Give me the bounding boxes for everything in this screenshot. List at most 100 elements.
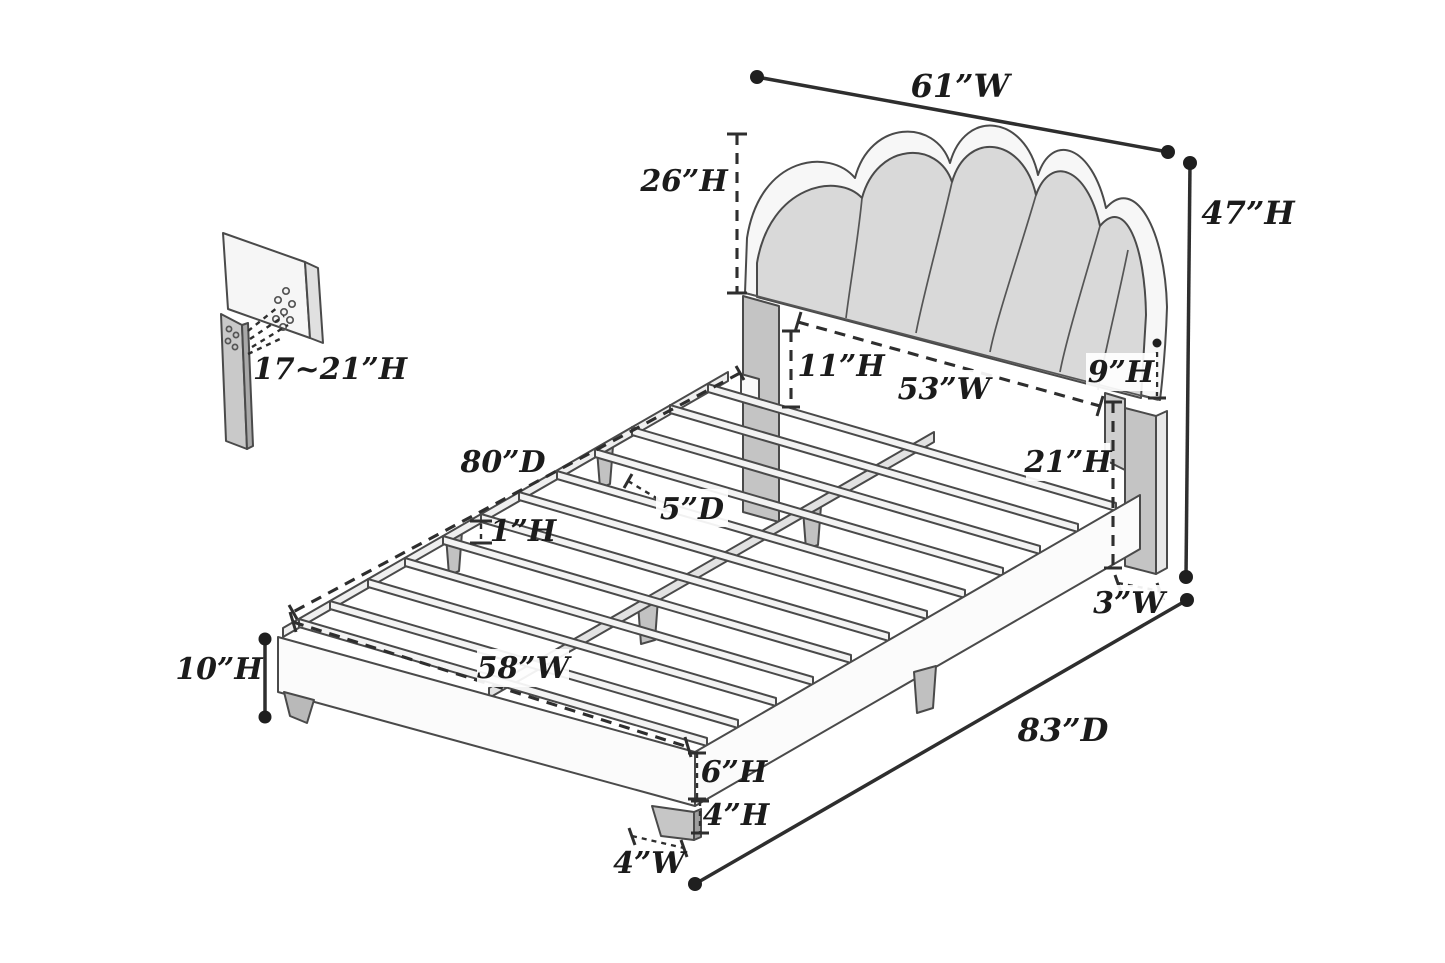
bed-base	[277, 371, 1141, 841]
tick	[679, 839, 689, 858]
label-backplate	[896, 370, 994, 408]
seam-line	[915, 181, 953, 334]
dim-rail-top-height-label: 21”H	[1023, 445, 1113, 480]
guide-line	[249, 315, 285, 340]
headboard-leg-detail-inset	[220, 232, 324, 450]
dim-headboard-inner-width: 53”W	[793, 311, 1105, 417]
dim-line	[631, 834, 685, 850]
dim-foot-end-height: 10”H	[175, 632, 272, 724]
dim-overall-height: 47”H	[1179, 156, 1296, 584]
dim-line	[292, 620, 689, 749]
slat	[669, 404, 1079, 533]
label-backplate	[1094, 585, 1164, 621]
seam-line	[989, 194, 1037, 353]
front-corner-leg	[651, 805, 695, 841]
dim-overall-depth: 83”D	[688, 593, 1194, 891]
dim-endpoint	[688, 877, 702, 891]
dim-rail-top-height: 21”H	[1023, 400, 1122, 570]
inset-leg-screw-holes	[224, 325, 240, 351]
screw-hole	[278, 322, 288, 332]
screw-hole	[231, 343, 239, 351]
dim-overall-width: 61”W	[750, 67, 1175, 159]
inset-panel-edge	[304, 261, 324, 344]
inset-panel-screw-holes	[271, 286, 297, 332]
seam-line	[845, 197, 863, 319]
screw-hole	[279, 307, 289, 317]
foot-left-leg	[283, 691, 315, 724]
dim-inner-width: 58”W	[288, 611, 693, 758]
dim-inner-width-label: 58”W	[477, 651, 573, 686]
dim-endpoint	[1179, 570, 1193, 584]
dim-slat-thickness: 1”H	[470, 514, 558, 549]
inset-leg-edge	[241, 322, 254, 450]
headboard	[740, 124, 1168, 575]
slat	[442, 535, 852, 664]
dim-headboard-side-panel-height: 9”H	[1086, 338, 1166, 400]
screw-hole	[281, 286, 291, 296]
headboard-right-leg-edge	[1155, 410, 1168, 575]
label-backplate	[1086, 353, 1156, 391]
dim-endpoint	[750, 70, 764, 84]
dim-endpoint	[258, 710, 272, 724]
tick	[288, 611, 298, 633]
dimension-annotations: 61”W 47”H 26”H 17~21”H 11”H	[175, 67, 1296, 891]
side-rail-middle-leg	[913, 665, 937, 714]
dim-headboard-leg-width: 3”W	[1093, 574, 1168, 621]
dim-endpoint	[1161, 145, 1175, 159]
dim-endpoint	[1152, 338, 1162, 348]
dim-leg-height-label: 4”H	[703, 798, 771, 833]
dim-line	[797, 320, 1101, 408]
dim-headboard-height-label: 26”H	[639, 164, 729, 199]
dim-side-rail-height: 6”H	[688, 751, 769, 801]
slat	[404, 557, 814, 686]
screw-hole	[225, 325, 233, 333]
tick	[1095, 395, 1105, 417]
dim-leg-width-label: 4”W	[613, 846, 688, 881]
screw-hole	[273, 295, 283, 305]
tick	[622, 473, 634, 489]
dim-slat-platform-depth: 80”D	[287, 365, 746, 620]
screw-hole	[232, 331, 240, 339]
tick	[734, 365, 746, 381]
headboard-upholstery	[756, 146, 1147, 399]
dim-headboard-gap-height-label: 11”H	[797, 349, 886, 384]
screw-hole	[224, 337, 232, 345]
dim-side-rail-height-label: 6”H	[701, 755, 769, 790]
label-backplate	[477, 649, 569, 687]
label-backplate	[1026, 443, 1110, 481]
tick	[793, 311, 803, 333]
headboard-channel-seams	[845, 181, 1129, 391]
dim-line	[292, 371, 741, 614]
dim-overall-width-label: 61”W	[911, 67, 1013, 105]
dim-leg-width: 4”W	[613, 827, 689, 881]
tick	[627, 827, 637, 846]
dim-line	[1184, 162, 1192, 578]
screw-hole	[285, 315, 295, 325]
dim-line	[756, 75, 1169, 154]
dim-leg-height: 4”H	[691, 798, 771, 835]
slats	[298, 383, 1117, 747]
dim-line	[694, 598, 1188, 886]
dim-headboard-leg-height-label: 17~21”H	[253, 352, 409, 387]
dim-endpoint	[258, 632, 272, 646]
seam-line	[1059, 225, 1101, 373]
dim-slat-depth-label: 5”D	[660, 492, 724, 527]
dim-headboard-gap-height: 11”H	[782, 329, 886, 409]
side-rail-face	[694, 494, 1141, 807]
dim-endpoint	[1180, 593, 1194, 607]
dim-headboard-height: 26”H	[639, 132, 747, 295]
dim-headboard-leg-width-label: 3”W	[1093, 586, 1168, 621]
dim-headboard-inner-width-label: 53”W	[898, 372, 994, 407]
dim-slat-thickness-label: 1”H	[490, 514, 558, 549]
dim-line	[627, 479, 669, 507]
screw-hole	[287, 299, 297, 309]
dim-endpoint	[1183, 156, 1197, 170]
dim-slat-depth: 5”D	[622, 473, 728, 527]
dim-overall-depth-label: 83”D	[1017, 711, 1109, 749]
guide-line	[247, 306, 279, 332]
dim-foot-end-height-label: 10”H	[175, 652, 264, 687]
dim-headboard-side-panel-height-label: 9”H	[1088, 355, 1156, 390]
inset-alignment-guides	[247, 306, 289, 356]
